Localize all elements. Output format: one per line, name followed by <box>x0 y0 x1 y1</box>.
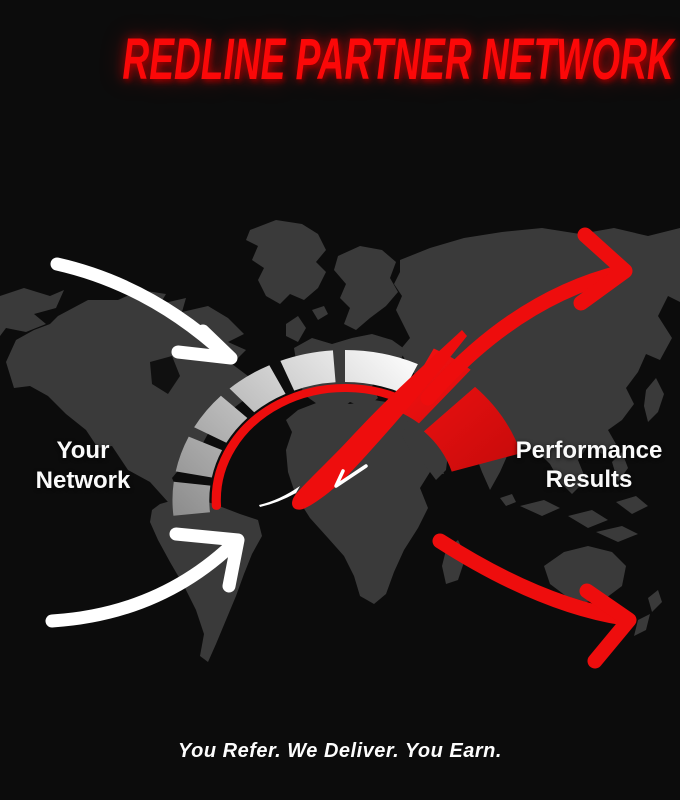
your-network-line2: Network <box>35 467 131 494</box>
landmass-japan <box>644 378 664 422</box>
needle-swoosh-check <box>334 464 368 488</box>
landmass-philippines <box>612 452 628 482</box>
gauge-red-arc <box>211 384 418 510</box>
red-curved-arrow-icons <box>420 227 637 669</box>
landmass-alaska <box>0 288 64 336</box>
tagline: You Refer. We Deliver. You Earn. <box>178 740 502 762</box>
performance-results-line2: Results <box>545 466 633 493</box>
landmass-british-isles <box>286 316 306 342</box>
white-curved-arrow-icons <box>45 257 245 628</box>
landmass-iceland <box>312 306 328 320</box>
hudson-bay-water <box>150 356 180 394</box>
your-network-label: Your Network <box>8 436 158 496</box>
inbound-arrow-bottom-left-icon <box>45 527 245 628</box>
outbound-arrow-bottom-right-icon <box>432 533 637 669</box>
landmass-south-america <box>150 496 262 662</box>
landmass-scandinavia <box>334 246 398 330</box>
landmass-greenland <box>246 220 326 304</box>
needle-swoosh-curve <box>259 486 300 507</box>
your-network-line1: Your <box>56 437 110 464</box>
inbound-arrow-top-left-icon <box>50 257 238 365</box>
outbound-arrow-top-right-icon <box>420 227 633 406</box>
gauge-gray-segments <box>172 350 418 516</box>
performance-results-label: Performance Results <box>500 436 678 494</box>
gauge-needle <box>292 330 467 510</box>
landmass-new-zealand <box>634 590 662 636</box>
performance-results-line1: Performance <box>515 437 663 464</box>
landmass-australia <box>544 546 626 602</box>
landmass-indonesia <box>500 494 648 542</box>
